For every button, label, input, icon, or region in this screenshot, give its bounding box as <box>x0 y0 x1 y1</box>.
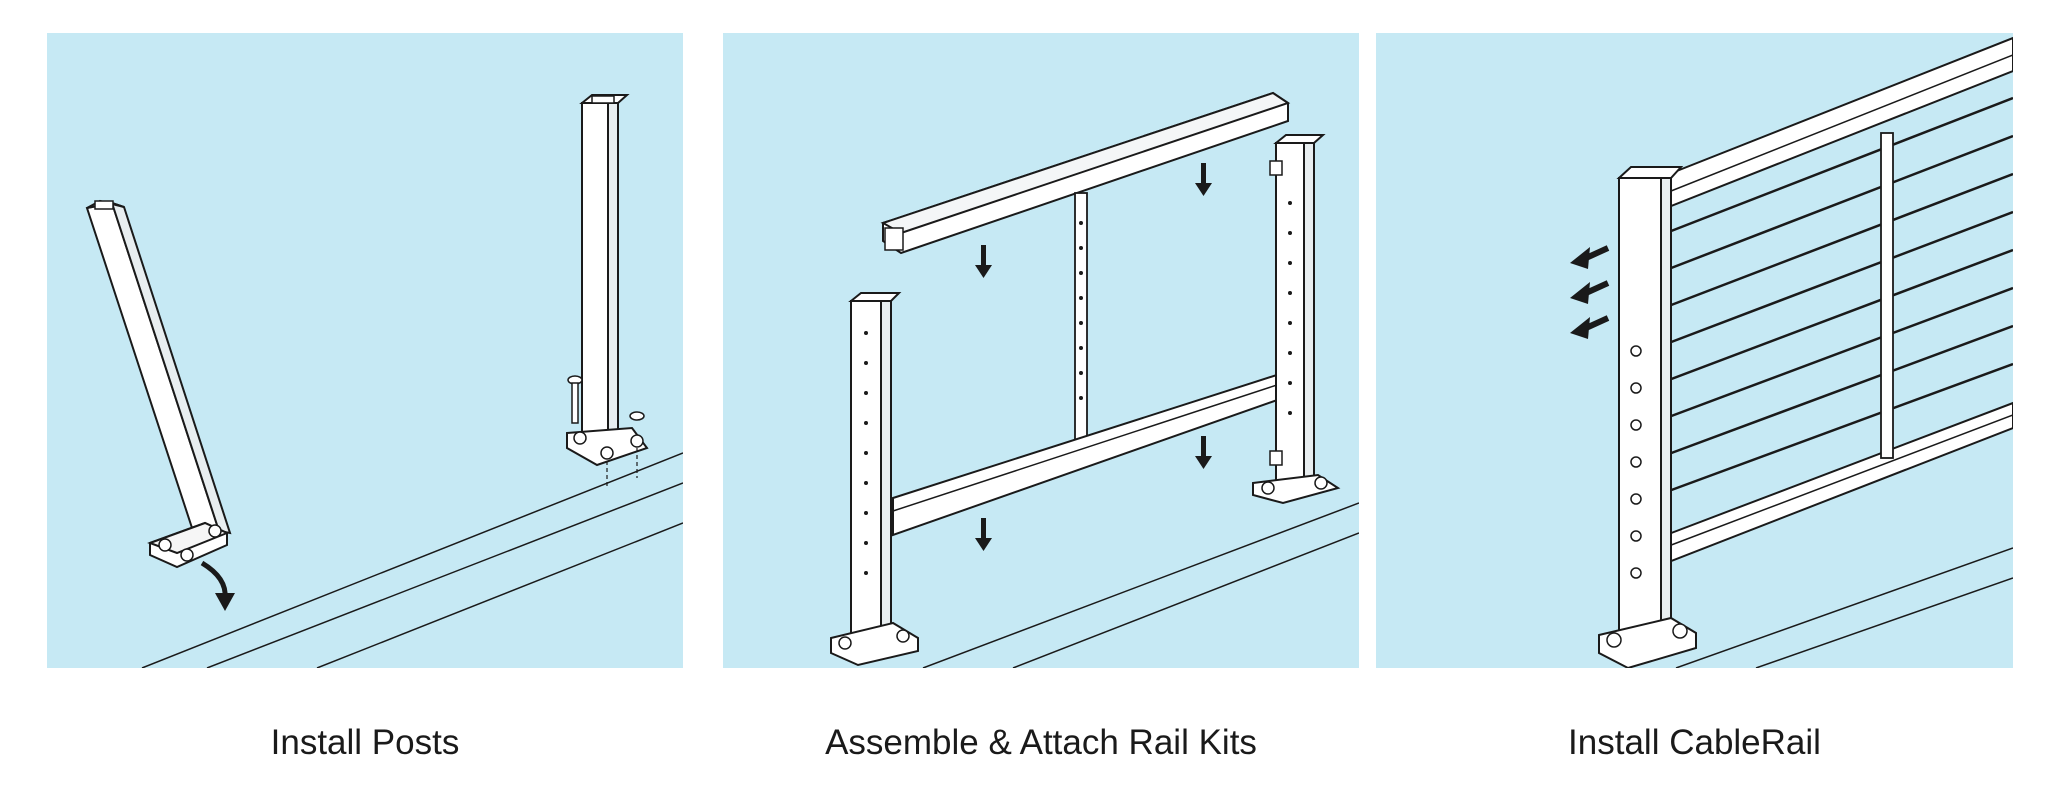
cable <box>1665 96 2013 494</box>
left-arrow-icon <box>1570 315 1610 339</box>
rotate-arrow-icon <box>200 560 235 611</box>
bottom-rail <box>892 371 1284 537</box>
deck-edge <box>922 502 1359 668</box>
cablerail-diagram <box>1570 36 2013 668</box>
tilted-post <box>85 199 232 539</box>
tilted-post-base-plate <box>147 521 230 569</box>
step-1-illustration <box>47 33 683 668</box>
step-3-caption: Install CableRail <box>1568 723 1821 762</box>
step-2-caption: Assemble & Attach Rail Kits <box>825 723 1257 762</box>
down-arrow-icon <box>975 518 992 551</box>
deck-edge <box>141 452 683 668</box>
baluster <box>1074 192 1088 449</box>
baluster <box>1880 132 1894 459</box>
install-posts-diagram <box>85 94 683 668</box>
down-arrow-icon <box>1195 163 1212 196</box>
upright-post-base-plate <box>566 426 649 488</box>
right-post <box>1252 134 1341 505</box>
down-arrow-icon <box>975 245 992 278</box>
top-rail <box>880 91 1291 255</box>
step-1-caption: Install Posts <box>270 723 460 762</box>
end-post <box>1598 166 1697 668</box>
step-3-illustration <box>1376 33 2013 668</box>
left-post <box>830 292 919 667</box>
down-arrow-icon <box>1195 436 1212 469</box>
step-2-illustration <box>723 33 1359 668</box>
deck-edge <box>1675 547 2013 668</box>
left-arrow-icon <box>1570 280 1610 304</box>
upright-post <box>579 94 630 449</box>
left-arrow-icon <box>1570 245 1610 269</box>
top-rail <box>1657 36 2013 210</box>
rail-kits-diagram <box>830 91 1359 668</box>
mounting-bolt-icon <box>567 375 645 424</box>
